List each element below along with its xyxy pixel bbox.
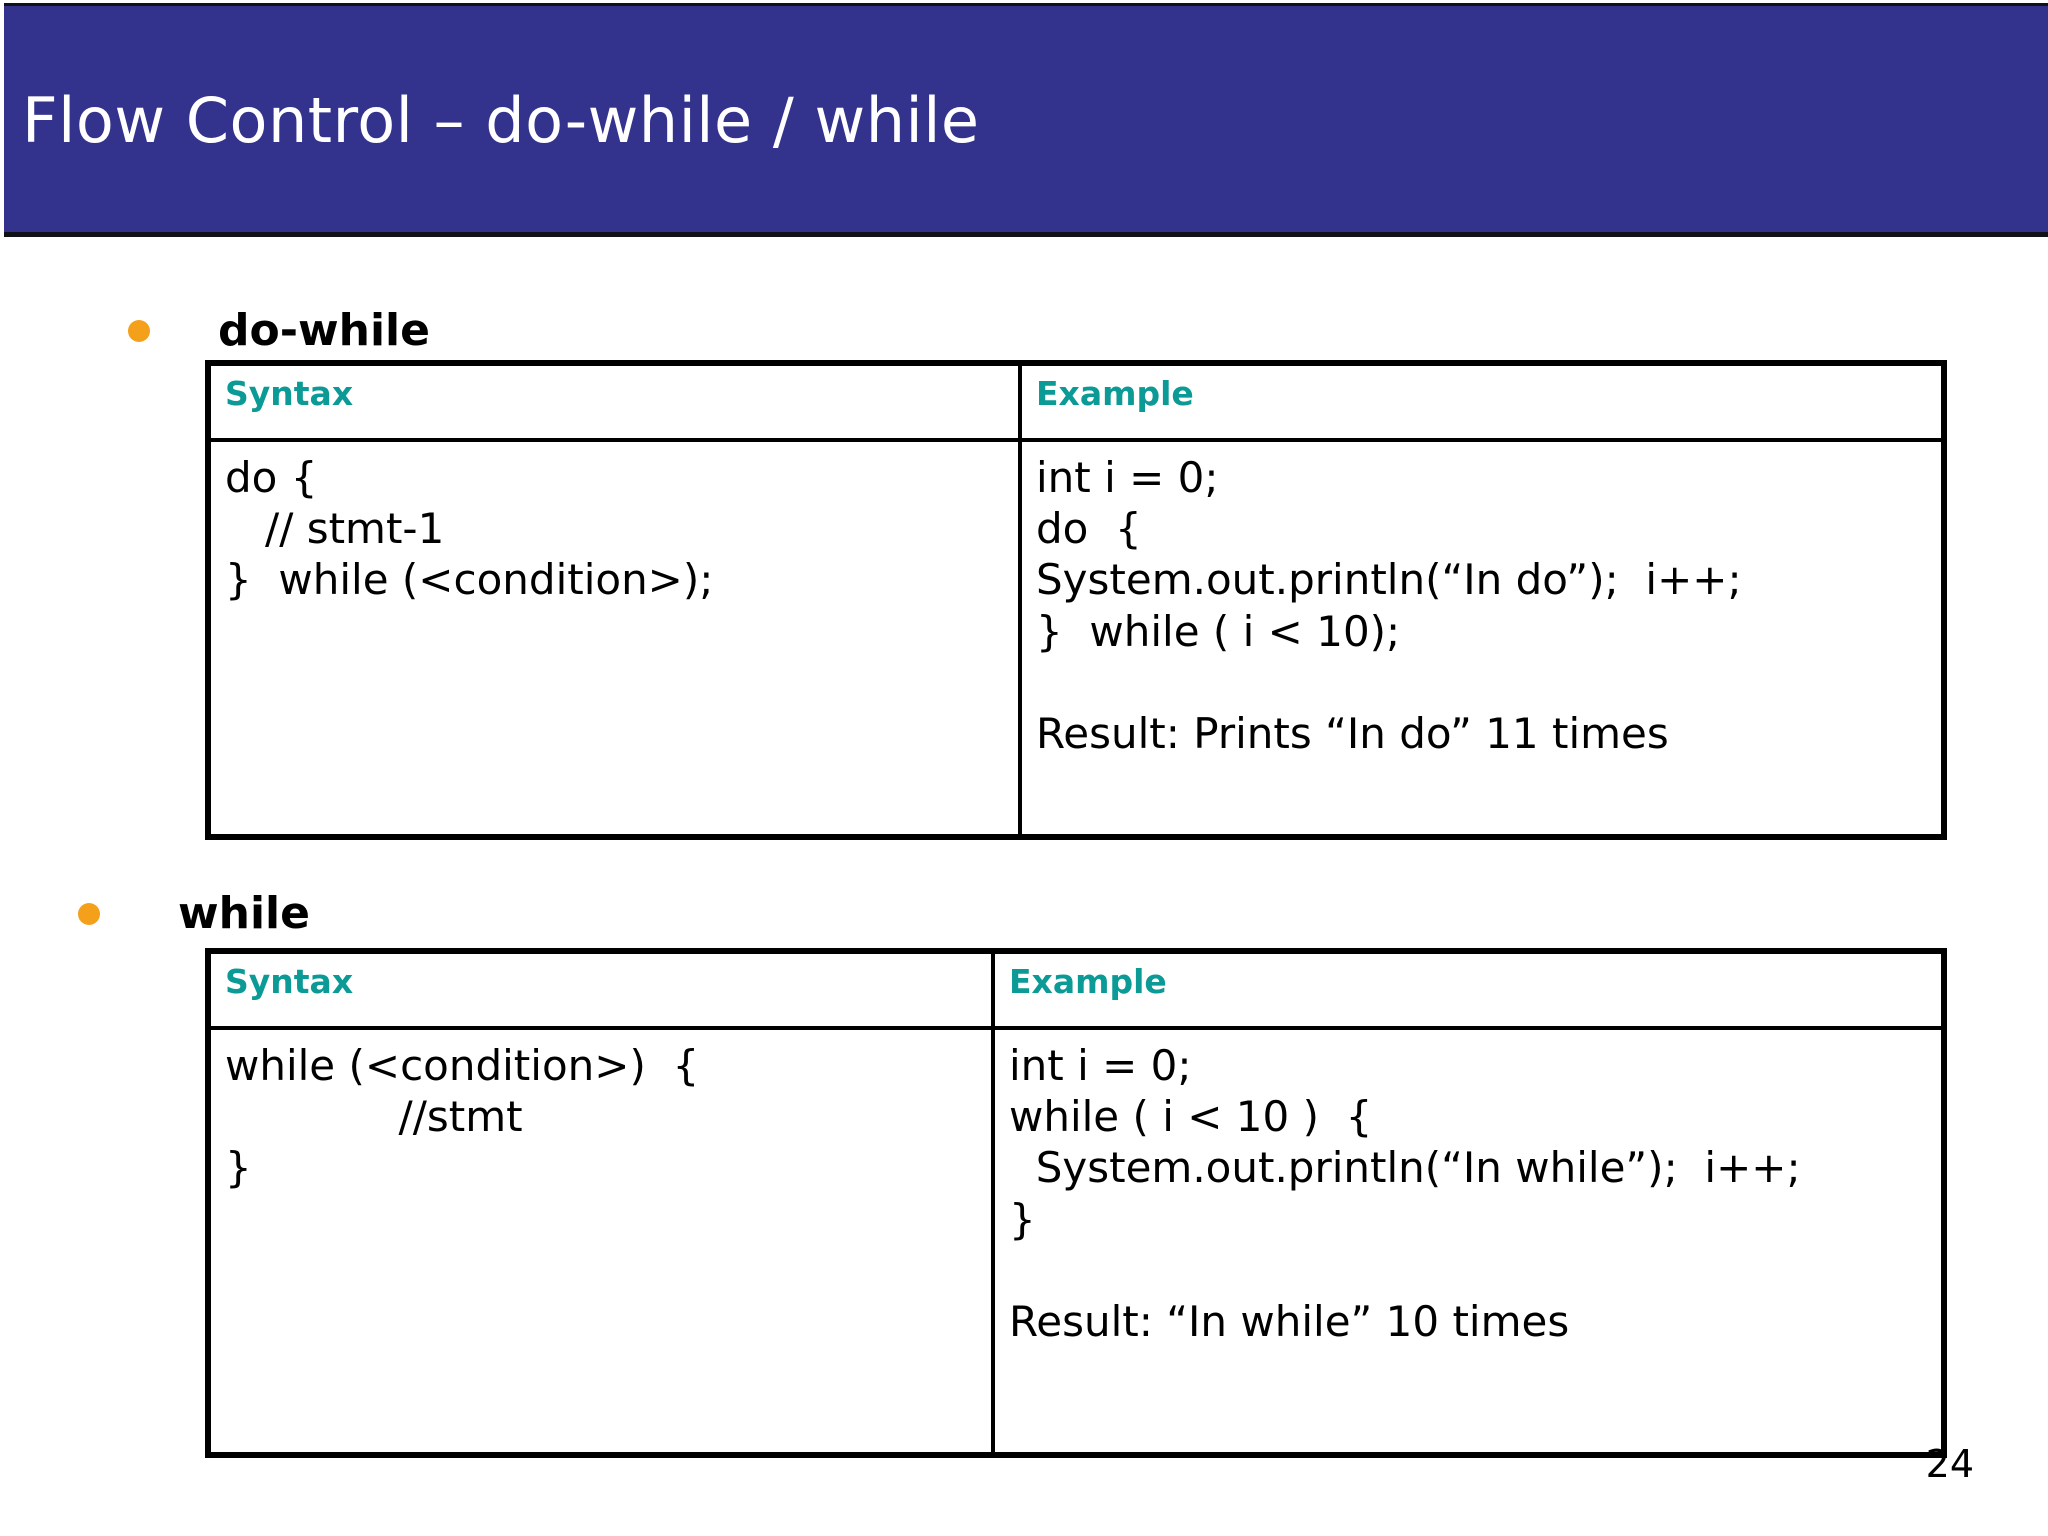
bullet-item-do-while: do-while [128, 305, 430, 356]
table-header-example-label: Example [1009, 962, 1167, 1001]
table-header-cell-example: Example [995, 954, 1941, 1026]
table-header-row: Syntax Example [211, 366, 1941, 442]
table-header-cell-example: Example [1022, 366, 1941, 438]
slide-title-banner: Flow Control – do-while / while [4, 3, 2048, 237]
table-header-syntax-label: Syntax [225, 374, 354, 413]
bullet-item-label: do-while [218, 305, 430, 356]
table-cell-example: int i = 0; while ( i < 10 ) { System.out… [995, 1030, 1941, 1452]
table-cell-example: int i = 0; do { System.out.println(“In d… [1022, 442, 1941, 834]
table-header-cell-syntax: Syntax [211, 366, 1022, 438]
example-code-text: int i = 0; while ( i < 10 ) { System.out… [1009, 1041, 1801, 1347]
bullet-dot-icon [78, 902, 100, 925]
table-do-while: Syntax Example do { // stmt-1 } while (<… [205, 360, 1947, 840]
table-header-example-label: Example [1036, 374, 1194, 413]
table-body-row: while (<condition>) { //stmt } int i = 0… [211, 1030, 1941, 1452]
syntax-code-text: while (<condition>) { //stmt } [225, 1041, 700, 1193]
table-while: Syntax Example while (<condition>) { //s… [205, 948, 1947, 1458]
table-header-row: Syntax Example [211, 954, 1941, 1030]
slide-page-number: 24 [1925, 1442, 1974, 1486]
syntax-code-text: do { // stmt-1 } while (<condition>); [225, 453, 714, 605]
table-body-row: do { // stmt-1 } while (<condition>); in… [211, 442, 1941, 834]
bullet-item-label: while [178, 888, 310, 939]
bullet-item-while: while [78, 888, 310, 939]
page-title: Flow Control – do-while / while [22, 84, 980, 157]
example-code-text: int i = 0; do { System.out.println(“In d… [1036, 453, 1742, 759]
bullet-dot-icon [128, 319, 150, 342]
table-header-cell-syntax: Syntax [211, 954, 995, 1026]
table-header-syntax-label: Syntax [225, 962, 354, 1001]
table-cell-syntax: while (<condition>) { //stmt } [211, 1030, 995, 1452]
table-cell-syntax: do { // stmt-1 } while (<condition>); [211, 442, 1022, 834]
